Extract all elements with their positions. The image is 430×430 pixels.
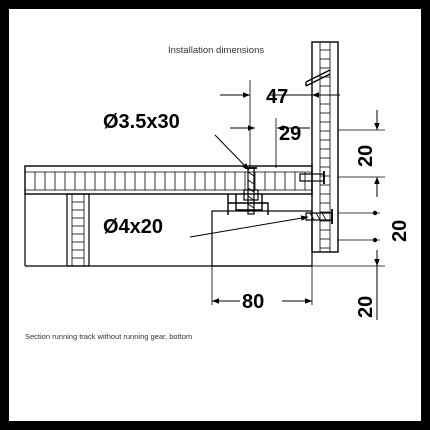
left-post (66, 193, 90, 267)
lower-panel (24, 194, 313, 305)
leader-bottom-screw (189, 215, 309, 238)
dimension-20-middle: 20 (338, 210, 411, 243)
dimension-29: 29 (230, 118, 310, 168)
label-screw-bottom: Ø4x20 (103, 216, 163, 238)
screw-wall-top (305, 69, 331, 87)
diagram-title: Installation dimensions (168, 45, 264, 56)
dimension-20-lower-text: 20 (355, 296, 377, 318)
leader-top-screw (214, 134, 250, 171)
dimension-80-text: 80 (242, 291, 264, 313)
dimension-29-text: 29 (279, 123, 301, 145)
dimension-80: 80 (212, 291, 312, 313)
screw-side (299, 171, 325, 184)
dimension-47-text: 47 (266, 86, 288, 108)
dimension-20-upper-text: 20 (355, 145, 377, 167)
dimension-20-upper: 20 (338, 110, 385, 197)
running-track (24, 165, 313, 195)
diagram-footnote: Section running track without running ge… (25, 332, 192, 341)
dimension-47: 47 (220, 80, 340, 168)
label-screw-top: Ø3.5x30 (103, 111, 180, 133)
dimension-20-lower: 20 (312, 250, 385, 320)
dimension-20-middle-text: 20 (389, 220, 411, 242)
